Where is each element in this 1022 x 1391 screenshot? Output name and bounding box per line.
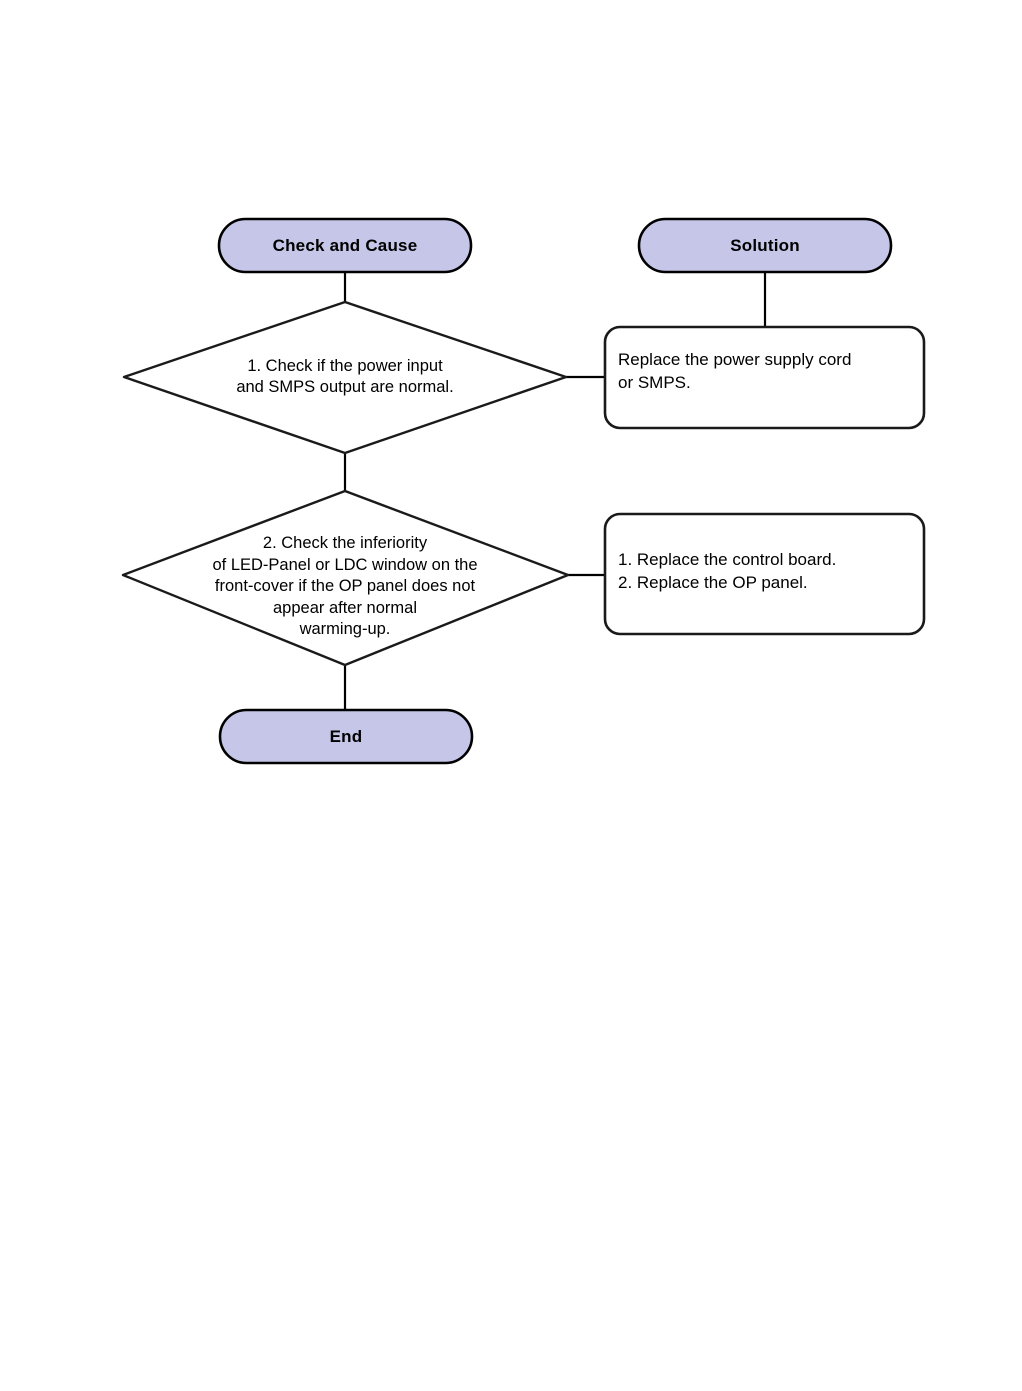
connector-layer bbox=[343, 272, 767, 711]
terminator-end-shape[interactable] bbox=[218, 708, 474, 765]
process-1-shape[interactable] bbox=[603, 325, 926, 430]
terminator-check-and-cause-shape[interactable] bbox=[217, 217, 473, 274]
process-2-shape[interactable] bbox=[603, 512, 926, 636]
decision-2-shape[interactable] bbox=[121, 489, 570, 667]
terminator-solution-shape[interactable] bbox=[637, 217, 893, 274]
decision-1-shape[interactable] bbox=[122, 300, 568, 455]
